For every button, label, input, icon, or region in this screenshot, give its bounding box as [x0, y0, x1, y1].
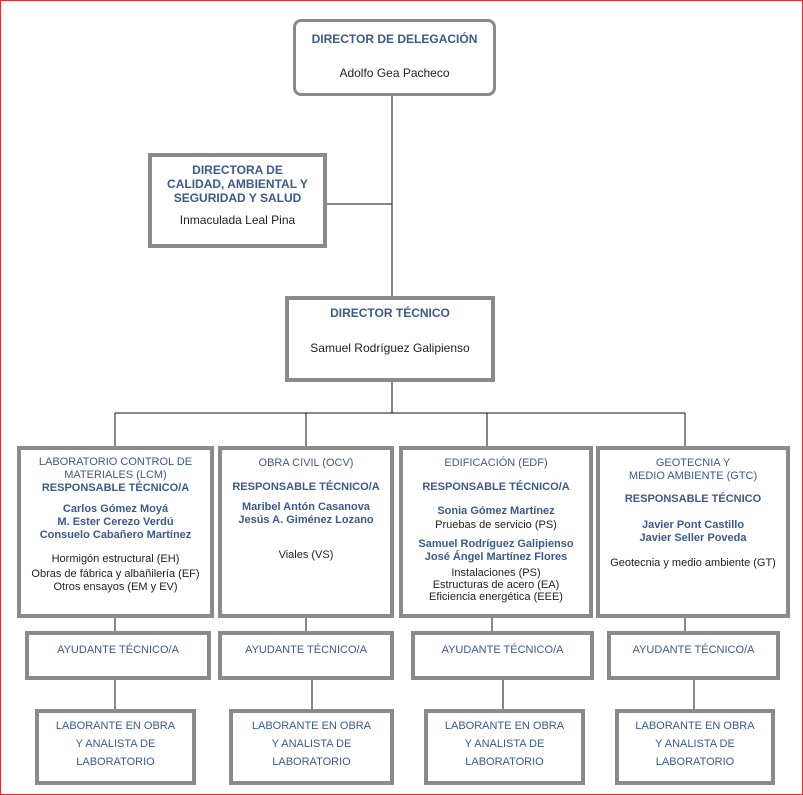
lab-box: LABORANTE EN OBRA Y ANALISTA DE LABORATO…: [35, 709, 196, 785]
dept-person: Consuelo Cabañero Martínez: [39, 529, 192, 541]
department-edf-box: EDIFICACIÓN (EDF) RESPONSABLE TÉCNICO/A …: [399, 446, 593, 618]
lab-line: LABORANTE EN OBRA: [55, 720, 176, 732]
dept-title-line: LABORATORIO CONTROL DE: [38, 456, 193, 468]
dept-person: M. Ester Cerezo Verdú: [57, 516, 174, 528]
dept-title-line: MEDIO AMBIENTE (GTC): [628, 470, 758, 482]
lab-box: LABORANTE EN OBRA Y ANALISTA DE LABORATO…: [615, 709, 775, 785]
technical-box: DIRECTOR TÉCNICO Samuel Rodríguez Galipi…: [285, 296, 495, 382]
dept-person: Javier Seller Poveda: [639, 532, 747, 544]
department-gtc-box: GEOTECNIA Y MEDIO AMBIENTE (GTC) RESPONS…: [596, 446, 790, 618]
assistant-box: AYUDANTE TÉCNICO/A: [25, 631, 211, 680]
dept-area: Eficiencia energética (EEE): [429, 591, 563, 603]
assistant-label: AYUDANTE TÉCNICO/A: [441, 644, 564, 656]
department-ocv-box: OBRA CIVIL (OCV) RESPONSABLE TÉCNICO/A M…: [218, 446, 394, 618]
dept-role: RESPONSABLE TÉCNICO: [624, 493, 762, 505]
dept-person: Maribel Antón Casanova: [242, 501, 370, 513]
assistant-label: AYUDANTE TÉCNICO/A: [632, 644, 755, 656]
lab-box: LABORANTE EN OBRA Y ANALISTA DE LABORATO…: [424, 709, 585, 785]
lab-line: LABORATORIO: [272, 756, 351, 768]
lab-line: LABORANTE EN OBRA: [251, 720, 372, 732]
dept-area: Otros ensayos (EM y EV): [53, 581, 178, 593]
dept-area: Viales (VS): [278, 549, 334, 561]
lab-line: LABORATORIO: [655, 756, 735, 768]
dept-role: RESPONSABLE TÉCNICO/A: [422, 481, 570, 493]
lab-line: Y ANALISTA DE: [75, 738, 156, 750]
dept-person: Javier Pont Castillo: [641, 519, 745, 531]
dept-area: Estructuras de acero (EA): [432, 579, 560, 591]
lab-line: LABORANTE EN OBRA: [444, 720, 565, 732]
quality-name: Inmaculada Leal Pina: [179, 213, 296, 227]
director-name: Adolfo Gea Pacheco: [339, 66, 450, 80]
dept-area: Obras de fábrica y albañilería (EF): [31, 568, 200, 580]
dept-area: Geotecnia y medio ambiente (GT): [610, 557, 776, 569]
lab-line: Y ANALISTA DE: [271, 738, 352, 750]
lab-line: LABORATORIO: [465, 756, 544, 768]
dept-person: Sonia Gómez Martínez: [437, 505, 555, 517]
lab-line: Y ANALISTA DE: [464, 738, 545, 750]
lab-line: LABORATORIO: [76, 756, 155, 768]
dept-role: RESPONSABLE TÉCNICO/A: [232, 481, 380, 493]
dept-person: Samuel Rodríguez Galipienso: [418, 538, 574, 550]
dept-title-line: EDIFICACIÓN (EDF): [444, 457, 548, 469]
quality-title-line: CALIDAD, AMBIENTAL Y: [167, 177, 308, 191]
assistant-box: AYUDANTE TÉCNICO/A: [411, 631, 594, 680]
assistant-box: AYUDANTE TÉCNICO/A: [607, 631, 780, 680]
quality-title-line: DIRECTORA DE: [192, 163, 283, 177]
technical-name: Samuel Rodríguez Galipienso: [310, 341, 470, 355]
director-box: DIRECTOR DE DELEGACIÓN Adolfo Gea Pachec…: [293, 19, 496, 96]
assistant-label: AYUDANTE TÉCNICO/A: [57, 644, 179, 656]
dept-person: Carlos Gómez Moyá: [62, 503, 169, 515]
dept-area: Pruebas de servicio (PS): [435, 519, 557, 531]
dept-title-line: MATERIALES (LCM): [64, 469, 167, 481]
dept-person: Jesús A. Giménez Lozano: [238, 514, 374, 526]
director-title: DIRECTOR DE DELEGACIÓN: [311, 32, 478, 46]
quality-title-line: SEGURIDAD Y SALUD: [173, 191, 302, 205]
dept-role: RESPONSABLE TÉCNICO/A: [41, 482, 190, 494]
quality-box: DIRECTORA DE CALIDAD, AMBIENTAL Y SEGURI…: [148, 153, 327, 248]
dept-area: Hormigón estructural (EH): [51, 553, 180, 565]
department-lcm-box: LABORATORIO CONTROL DE MATERIALES (LCM) …: [17, 446, 214, 618]
dept-title-line: OBRA CIVIL (OCV): [258, 457, 354, 469]
dept-area: Instalaciones (PS): [451, 567, 541, 579]
technical-title: DIRECTOR TÉCNICO: [330, 306, 450, 320]
lab-box: LABORANTE EN OBRA Y ANALISTA DE LABORATO…: [229, 709, 394, 785]
dept-person: José Ángel Martínez Flores: [424, 551, 568, 563]
assistant-box: AYUDANTE TÉCNICO/A: [218, 631, 394, 680]
lab-line: Y ANALISTA DE: [655, 738, 735, 750]
lab-line: LABORANTE EN OBRA: [635, 720, 755, 732]
assistant-label: AYUDANTE TÉCNICO/A: [245, 644, 367, 656]
dept-title-line: GEOTECNIA Y: [655, 457, 731, 469]
